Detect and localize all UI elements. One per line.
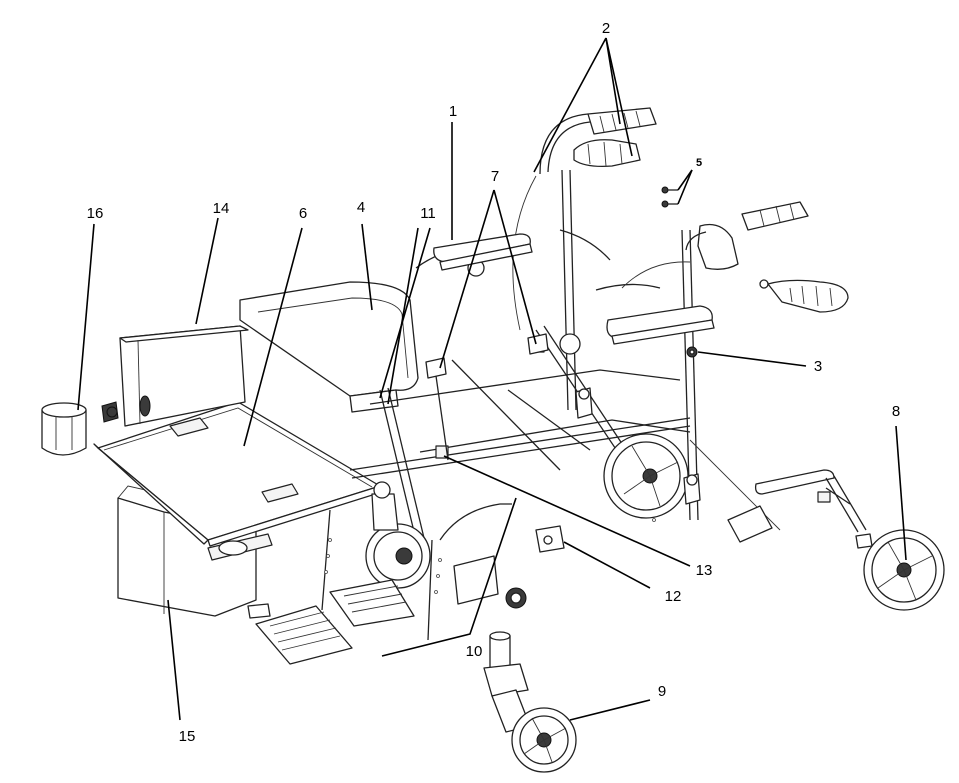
- footrests: [255, 555, 499, 665]
- leader-lines: [77, 37, 907, 721]
- callout-10: 10: [466, 643, 483, 660]
- backrest-panel: [119, 325, 249, 427]
- callout-4: 4: [357, 199, 365, 216]
- caster-forks: [575, 387, 701, 505]
- seat-board: [93, 401, 383, 547]
- back-braces: [425, 333, 549, 461]
- callout-labels: 1 2 3 4 5 6 7 8 9 10 11 12 13 14 15 16: [87, 20, 901, 745]
- knurled-knob: [505, 587, 527, 609]
- callout-9: 9: [658, 683, 666, 700]
- callout-16: 16: [87, 205, 104, 222]
- screws: [661, 186, 678, 208]
- callout-11: 11: [420, 205, 436, 222]
- armrests: [433, 233, 715, 345]
- callout-3: 3: [814, 358, 822, 375]
- callout-6: 6: [299, 205, 307, 222]
- callout-13: 13: [696, 562, 713, 579]
- rear-wheel-mounted: [603, 433, 689, 519]
- cup-holder: [41, 401, 119, 456]
- handle-grips: [573, 107, 809, 270]
- main-frame: [321, 113, 781, 641]
- callout-1: 1: [449, 103, 457, 120]
- callout-5: 5: [696, 157, 702, 169]
- callout-2: 2: [602, 20, 610, 37]
- callout-14: 14: [213, 200, 230, 217]
- rear-wheel-detached: [727, 469, 945, 611]
- callout-15: 15: [179, 728, 196, 745]
- cross-tube-bracket: [535, 525, 565, 553]
- brake-lever-assembly: [759, 279, 849, 313]
- seat-cushion: [239, 281, 419, 413]
- front-caster-mounted: [365, 481, 431, 589]
- callout-8: 8: [892, 403, 900, 420]
- callout-12: 12: [665, 588, 682, 605]
- callout-7: 7: [491, 168, 499, 185]
- front-caster-detached: [483, 631, 577, 773]
- adjustment-knob: [686, 346, 698, 358]
